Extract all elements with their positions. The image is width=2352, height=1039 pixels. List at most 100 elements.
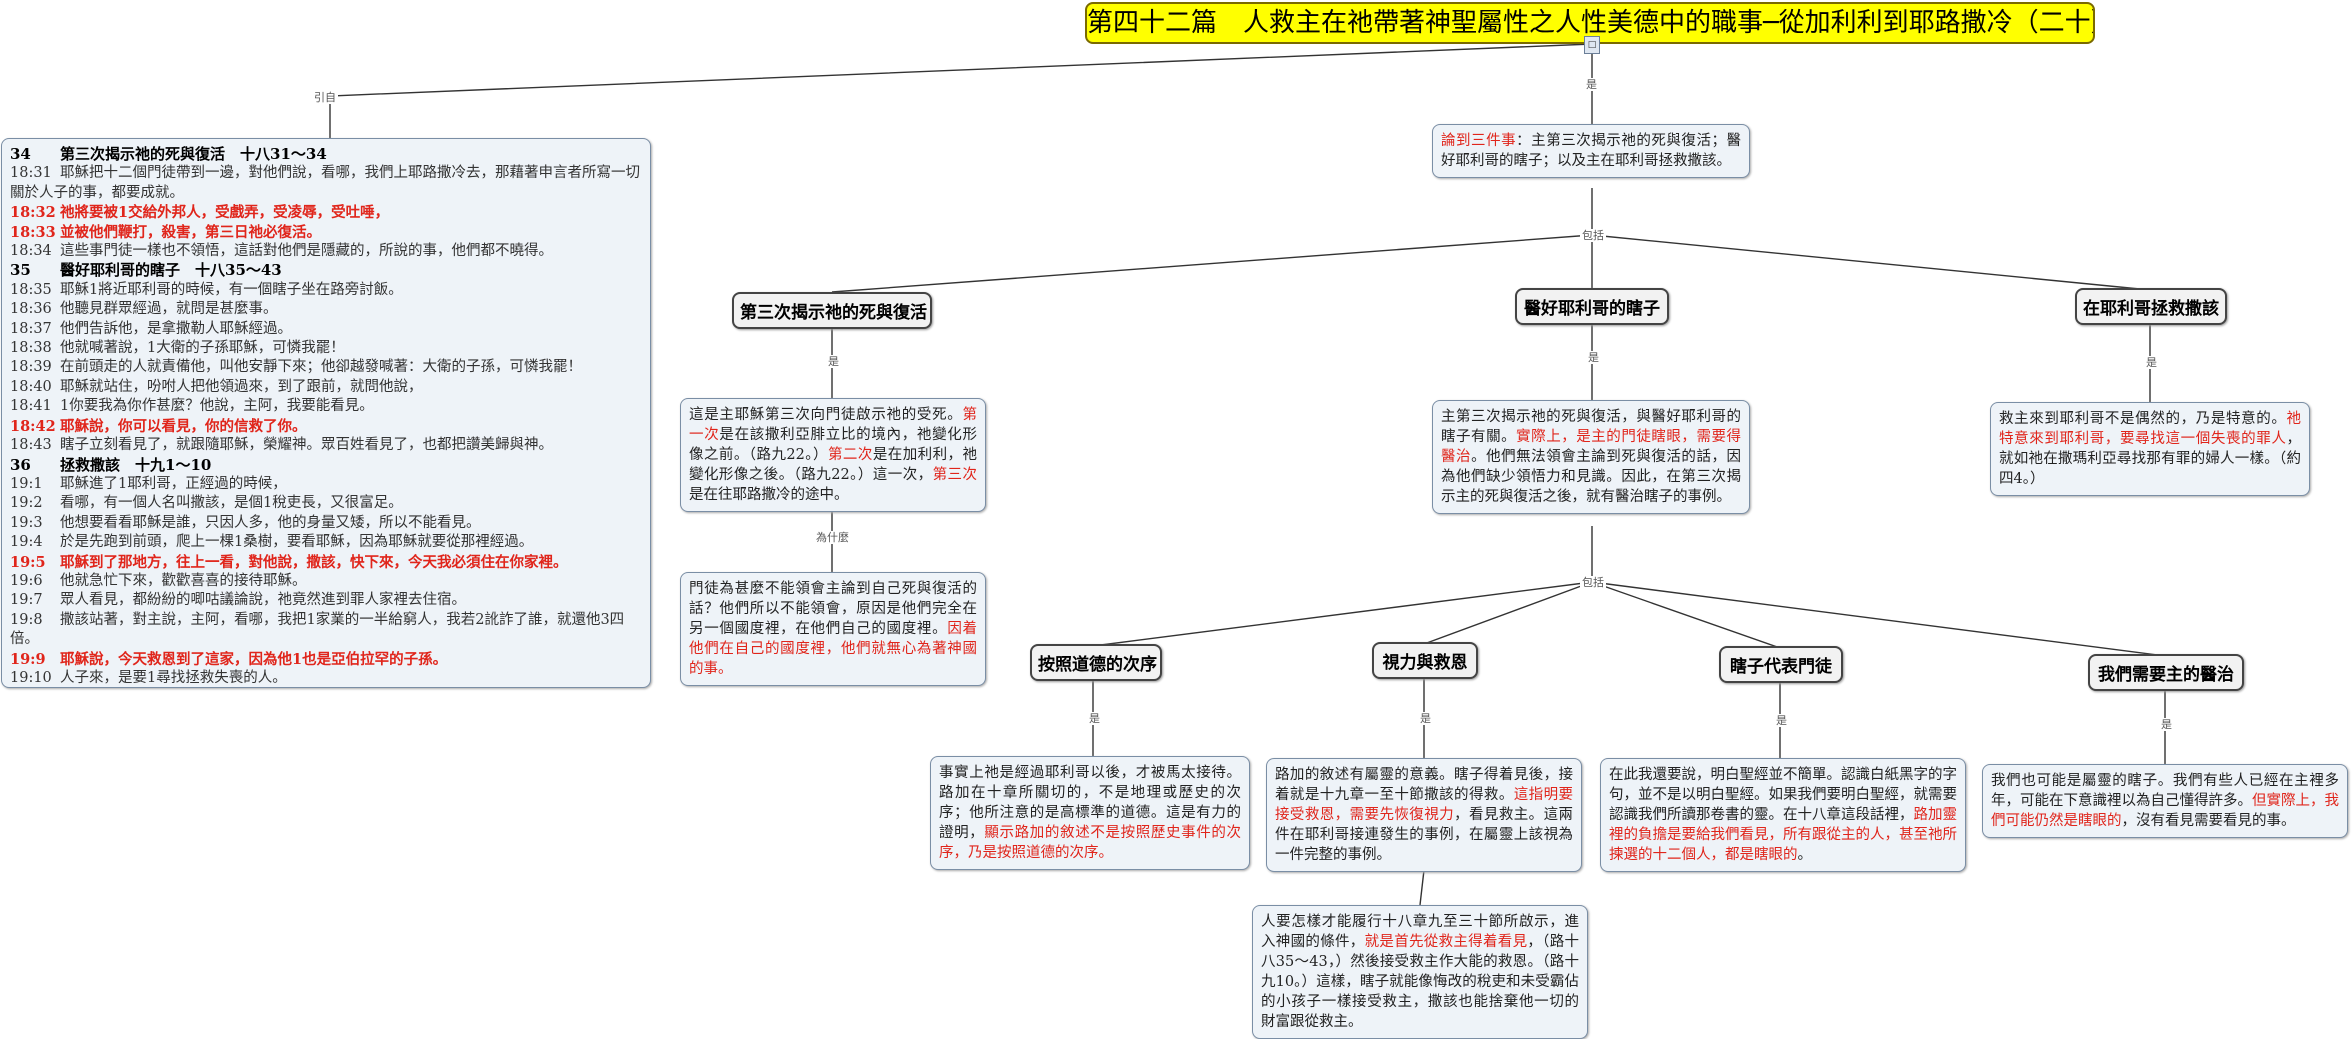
- t1-detail-text: 是在該撒利亞腓立比的境內，祂變化形像之前。（路九22。）: [689, 427, 978, 463]
- t1-why-node[interactable]: 門徒為甚麼不能領會主論到自己死與復活的話？他們所以不能領會，原因是他們完全在另一…: [680, 572, 986, 686]
- verse-ref: 18:33: [10, 223, 56, 241]
- t1-detail-text: 是在往耶路撒冷的途中。: [689, 487, 849, 503]
- link-label-is: 是: [2159, 718, 2174, 731]
- t1-detail-node[interactable]: 這是主耶穌第三次向門徒啟示祂的受死。第一次是在該撒利亞腓立比的境內，祂變化形像之…: [680, 398, 986, 512]
- verse-text: 他們告訴他，是拿撒勒人耶穌經過。: [60, 320, 292, 337]
- verse-text: 人子來，是要1尋找拯救失喪的人。: [60, 669, 287, 686]
- t1-why-highlight: 因着他們在自己的國度裡，他們就無心為著神國的事。: [689, 621, 978, 677]
- s3-detail-text: 。: [1797, 847, 1813, 863]
- scripture-verse: 18:37 他們告訴他，是拿撒勒人耶穌經過。: [10, 320, 642, 339]
- s2-more-text: 人要怎樣才能履行十八章九至三十節所啟示，進入神國的條件，: [1261, 914, 1579, 950]
- link-hub-t3: [1591, 234, 2151, 291]
- s2-more-node[interactable]: 人要怎樣才能履行十八章九至三十節所啟示，進入神國的條件，就是首先從救主得着看見，…: [1252, 905, 1588, 1039]
- t3-detail-highlight: 祂特意來到耶利哥，要尋找這一個失喪的罪人: [1999, 411, 2301, 447]
- s4-detail-text: ，沒有看見需要看見的事。: [2121, 813, 2296, 829]
- s1-detail-text: 事實上祂是經過耶利哥以後，才被馬太接待。路加在十章所關切的，不是地理或歷史的次序…: [939, 765, 1241, 841]
- verse-text: 並被他們鞭打，殺害，第三日祂必復活。: [60, 223, 321, 241]
- verse-ref: 18:37: [10, 320, 52, 337]
- verse-text: 他就喊著說，1大衛的子孫耶穌，可憐我罷！: [60, 340, 345, 357]
- s4-detail-highlight: 但實際上，我們可能仍然是瞎眼的: [1991, 793, 2339, 829]
- link-label-includes: 包括: [1580, 576, 1606, 589]
- link-label-is: 是: [1418, 712, 1433, 725]
- verse-text: 拯救撒該 十九1～10: [60, 455, 212, 474]
- s2-detail-node[interactable]: 路加的敘述有屬靈的意義。瞎子得着見後，接着就是十九章一至十節撒該的得救。這指明要…: [1266, 758, 1582, 872]
- topic-sight-salvation[interactable]: 視力與救恩: [1372, 642, 1478, 679]
- verse-ref: 19:1: [10, 475, 43, 492]
- topic-need-healing[interactable]: 我們需要主的醫治: [2088, 654, 2244, 691]
- t1-detail-highlight: 第二次: [827, 447, 873, 463]
- verse-text: 耶穌說，今天救恩到了這家，因為他1也是亞伯拉罕的子孫。: [60, 650, 448, 668]
- verse-text: 於是先跑到前頭，爬上一棵1桑樹，要看耶穌，因為耶穌就要從那裡經過。: [60, 534, 534, 551]
- t3-detail-node[interactable]: 救主來到耶利哥不是偶然的，乃是特意的。祂特意來到耶利哥，要尋找這一個失喪的罪人，…: [1990, 402, 2310, 496]
- scripture-verse: 19:10 人子來，是要1尋找拯救失喪的人。: [10, 669, 642, 687]
- link-hub2-s1: [1092, 581, 1593, 647]
- scripture-verse: 19:4 於是先跑到前頭，爬上一棵1桑樹，要看耶穌，因為耶穌就要從那裡經過。: [10, 533, 642, 552]
- topic-heal-blind-man[interactable]: 醫好耶利哥的瞎子: [1515, 288, 1669, 325]
- verse-ref: 18:34: [10, 243, 52, 260]
- verse-text: 眾人看見，都紛紛的唧咕議論說，祂竟然進到罪人家裡去住宿。: [60, 592, 466, 609]
- s1-detail-node[interactable]: 事實上祂是經過耶利哥以後，才被馬太接待。路加在十章所關切的，不是地理或歷史的次序…: [930, 756, 1250, 870]
- verse-ref: 19:3: [10, 514, 43, 531]
- t1-detail-highlight: 第一次: [689, 407, 977, 443]
- s2-detail-text: 路加的敘述有屬靈的意義。瞎子得着見後，接着就是十九章一至十節撒該的得救。: [1275, 767, 1573, 803]
- main-summary-node[interactable]: 論到三件事：主第三次揭示祂的死與復活；醫好耶利哥的瞎子；以及主在耶利哥拯救撒該。: [1432, 124, 1750, 178]
- link-label-is: 是: [2144, 356, 2159, 369]
- topic-save-zacchaeus[interactable]: 在耶利哥拯救撒該: [2075, 288, 2227, 325]
- verse-ref: 19:9: [10, 650, 46, 668]
- scripture-verse: 19:3 他想要看看耶穌是誰，只因人多，他的身量又矮，所以不能看見。: [10, 514, 642, 533]
- s3-detail-text: 在此我還要說，明白聖經並不簡單。認識白紙黑字的字句，並不是以明白聖經。如果我們要…: [1609, 767, 1957, 823]
- scripture-verse: 18:40 耶穌就站住，吩咐人把他領過來，到了跟前，就問他說，: [10, 378, 642, 397]
- link-label-includes: 包括: [1580, 229, 1606, 242]
- topic-moral-order[interactable]: 按照道德的次序: [1030, 644, 1162, 681]
- main-summary-highlight: 論到三件事: [1441, 133, 1517, 149]
- scripture-verse: 18:38 他就喊著說，1大衛的子孫耶穌，可憐我罷！: [10, 339, 642, 358]
- t1-detail-text: 是在加利利，祂變化形像之後。（路九22。）這一次，: [689, 447, 978, 483]
- link-title-scripture: [329, 43, 1593, 138]
- s4-detail-text: 我們也可能是屬靈的瞎子。我們有些人已經在主裡多年，可能在下意識裡以為自己懂得許多…: [1991, 773, 2339, 809]
- verse-text: 他想要看看耶穌是誰，只因人多，他的身量又矮，所以不能看見。: [60, 514, 481, 531]
- verse-ref: 18:40: [10, 378, 52, 395]
- verse-text: 耶穌1將近耶利哥的時候，有一個瞎子坐在路旁討飯。: [60, 281, 403, 298]
- link-hub2-s2: [1423, 581, 1593, 645]
- verse-text: 耶穌就站住，吩咐人把他領過來，到了跟前，就問他說，: [60, 378, 423, 395]
- topic-blind-disciples[interactable]: 瞎子代表門徒: [1719, 646, 1843, 683]
- t2-detail-node[interactable]: 主第三次揭示祂的死與復活，與醫好耶利哥的瞎子有關。實際上，是主的門徒瞎眼，需要得…: [1432, 400, 1750, 514]
- t2-detail-text: 主第三次揭示祂的死與復活，與醫好耶利哥的瞎子有關。: [1441, 409, 1741, 445]
- s4-detail-node[interactable]: 我們也可能是屬靈的瞎子。我們有些人已經在主裡多年，可能在下意識裡以為自己懂得許多…: [1982, 764, 2348, 838]
- link-label-is: 是: [1087, 712, 1102, 725]
- topic-third-revelation[interactable]: 第三次揭示祂的死與復活: [732, 292, 932, 329]
- verse-text: 耶穌把十二個門徒帶到一邊，對他們說，看哪，我們上耶路撒冷去，那藉著申言者所寫一切…: [10, 165, 640, 201]
- scripture-verse: 18:35 耶穌1將近耶利哥的時候，有一個瞎子坐在路旁討飯。: [10, 281, 642, 300]
- link-label-why: 為什麼: [814, 531, 851, 544]
- t2-detail-highlight: 實際上，是主的門徒瞎眼，需要得醫治: [1441, 429, 1742, 465]
- verse-ref: 19:4: [10, 534, 43, 551]
- verse-ref: 18:35: [10, 281, 52, 298]
- link-label-is: 是: [826, 355, 841, 368]
- verse-text: 他聽見群眾經過，就問是甚麼事。: [60, 301, 278, 318]
- s3-detail-node[interactable]: 在此我還要說，明白聖經並不簡單。認識白紙黑字的字句，並不是以明白聖經。如果我們要…: [1600, 758, 1966, 872]
- link-label-is: 是: [1774, 714, 1789, 727]
- verse-text: 醫好耶利哥的瞎子 十八35～43: [60, 261, 282, 280]
- t1-detail-text: 這是主耶穌第三次向門徒啟示祂的受死。: [689, 407, 963, 423]
- note-icon[interactable]: □: [1584, 36, 1600, 54]
- link-label-intro: 引自: [312, 91, 338, 104]
- verse-ref: 19:10: [10, 669, 52, 686]
- verse-ref: 18:38: [10, 340, 52, 357]
- t3-detail-text: ，就如祂在撒瑪利亞尋找那有罪的婦人一樣。（約四4。）: [1999, 431, 2301, 487]
- verse-ref: 18:43: [10, 437, 52, 454]
